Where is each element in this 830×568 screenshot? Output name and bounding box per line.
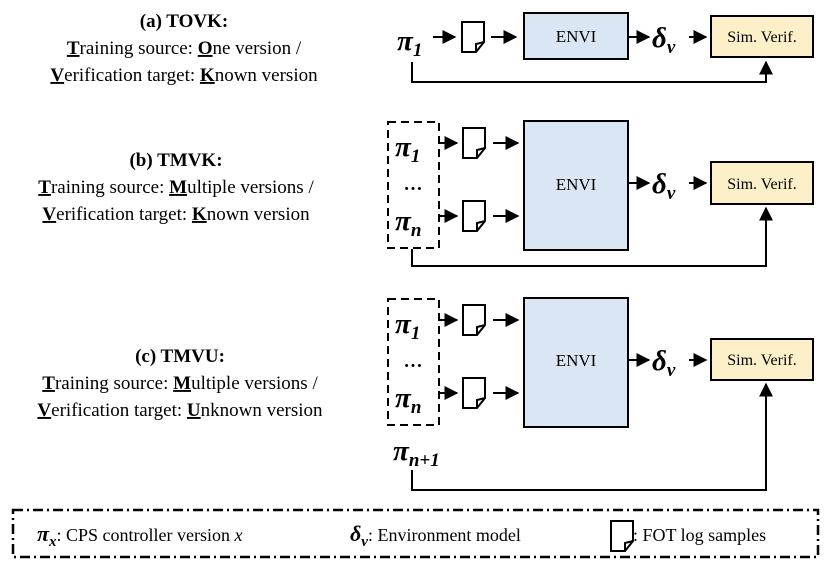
panel-a-title: (a) TOVK: [140, 11, 229, 32]
legend-box [11, 508, 820, 559]
sim-verif-box [710, 15, 814, 58]
delta-v-label: δv [652, 345, 676, 381]
verify-feedback-arrow [411, 382, 773, 491]
log-sample-icon [462, 127, 486, 159]
envi-box [523, 297, 629, 428]
sim-verif-label: Sim. Verif. [727, 29, 796, 46]
panel-a-line1: Training source: One version / [67, 38, 302, 59]
pi-1-label: π1 [395, 131, 420, 167]
envi-label: ENVI [556, 175, 597, 194]
panel-a-line2: Verification target: Known version [50, 65, 318, 86]
verify-feedback-arrow [411, 206, 773, 267]
envi-box [523, 12, 629, 60]
ellipsis-label: … [404, 174, 423, 195]
panel-a: (a) TOVK: Training source: One version /… [50, 11, 814, 86]
legend-pi: πx: CPS controller version x [37, 521, 243, 550]
panel-b-line2: Verification target: Known version [42, 204, 310, 225]
versions-group-box [387, 121, 440, 249]
log-sample-icon [462, 377, 486, 409]
log-sample-icon [462, 200, 486, 232]
pi-n-label: πn [395, 382, 421, 418]
sim-verif-box [710, 161, 814, 205]
pi-n-label: πn [395, 205, 421, 241]
envi-label: ENVI [556, 27, 597, 46]
ellipsis-label: … [404, 351, 423, 372]
envi-label: ENVI [556, 351, 597, 370]
verify-feedback-arrow [411, 60, 773, 83]
sim-verif-label: Sim. Verif. [727, 352, 796, 369]
pi-n-plus-1-label: πn+1 [393, 435, 440, 471]
pi-1-label: π1 [395, 308, 420, 344]
versions-group-box [387, 298, 440, 426]
log-sample-icon [462, 304, 486, 336]
sim-verif-box [710, 338, 814, 381]
envi-box [523, 120, 629, 251]
panel-c-line2: Verification target: Unknown version [37, 400, 323, 421]
panel-b-line1: Training source: Multiple versions / [38, 177, 314, 198]
legend-log: : FOT log samples [633, 525, 766, 545]
log-sample-icon [461, 21, 485, 53]
legend: πx: CPS controller version x δv: Environ… [11, 508, 820, 559]
pi-1-label: π1 [397, 25, 422, 61]
sim-verif-label: Sim. Verif. [727, 176, 796, 193]
log-sample-icon [610, 520, 634, 552]
delta-v-label: δv [652, 168, 676, 204]
panel-c-line1: Training source: Multiple versions / [42, 373, 318, 394]
panel-b-title: (b) TMVK: [129, 150, 222, 171]
panel-c-title: (c) TMVU: [135, 346, 225, 367]
delta-v-label: δv [652, 22, 676, 58]
panel-c: (c) TMVU: Training source: Multiple vers… [37, 297, 814, 491]
panel-b: (b) TMVK: Training source: Multiple vers… [38, 120, 814, 267]
legend-delta: δv: Environment model [350, 521, 521, 550]
